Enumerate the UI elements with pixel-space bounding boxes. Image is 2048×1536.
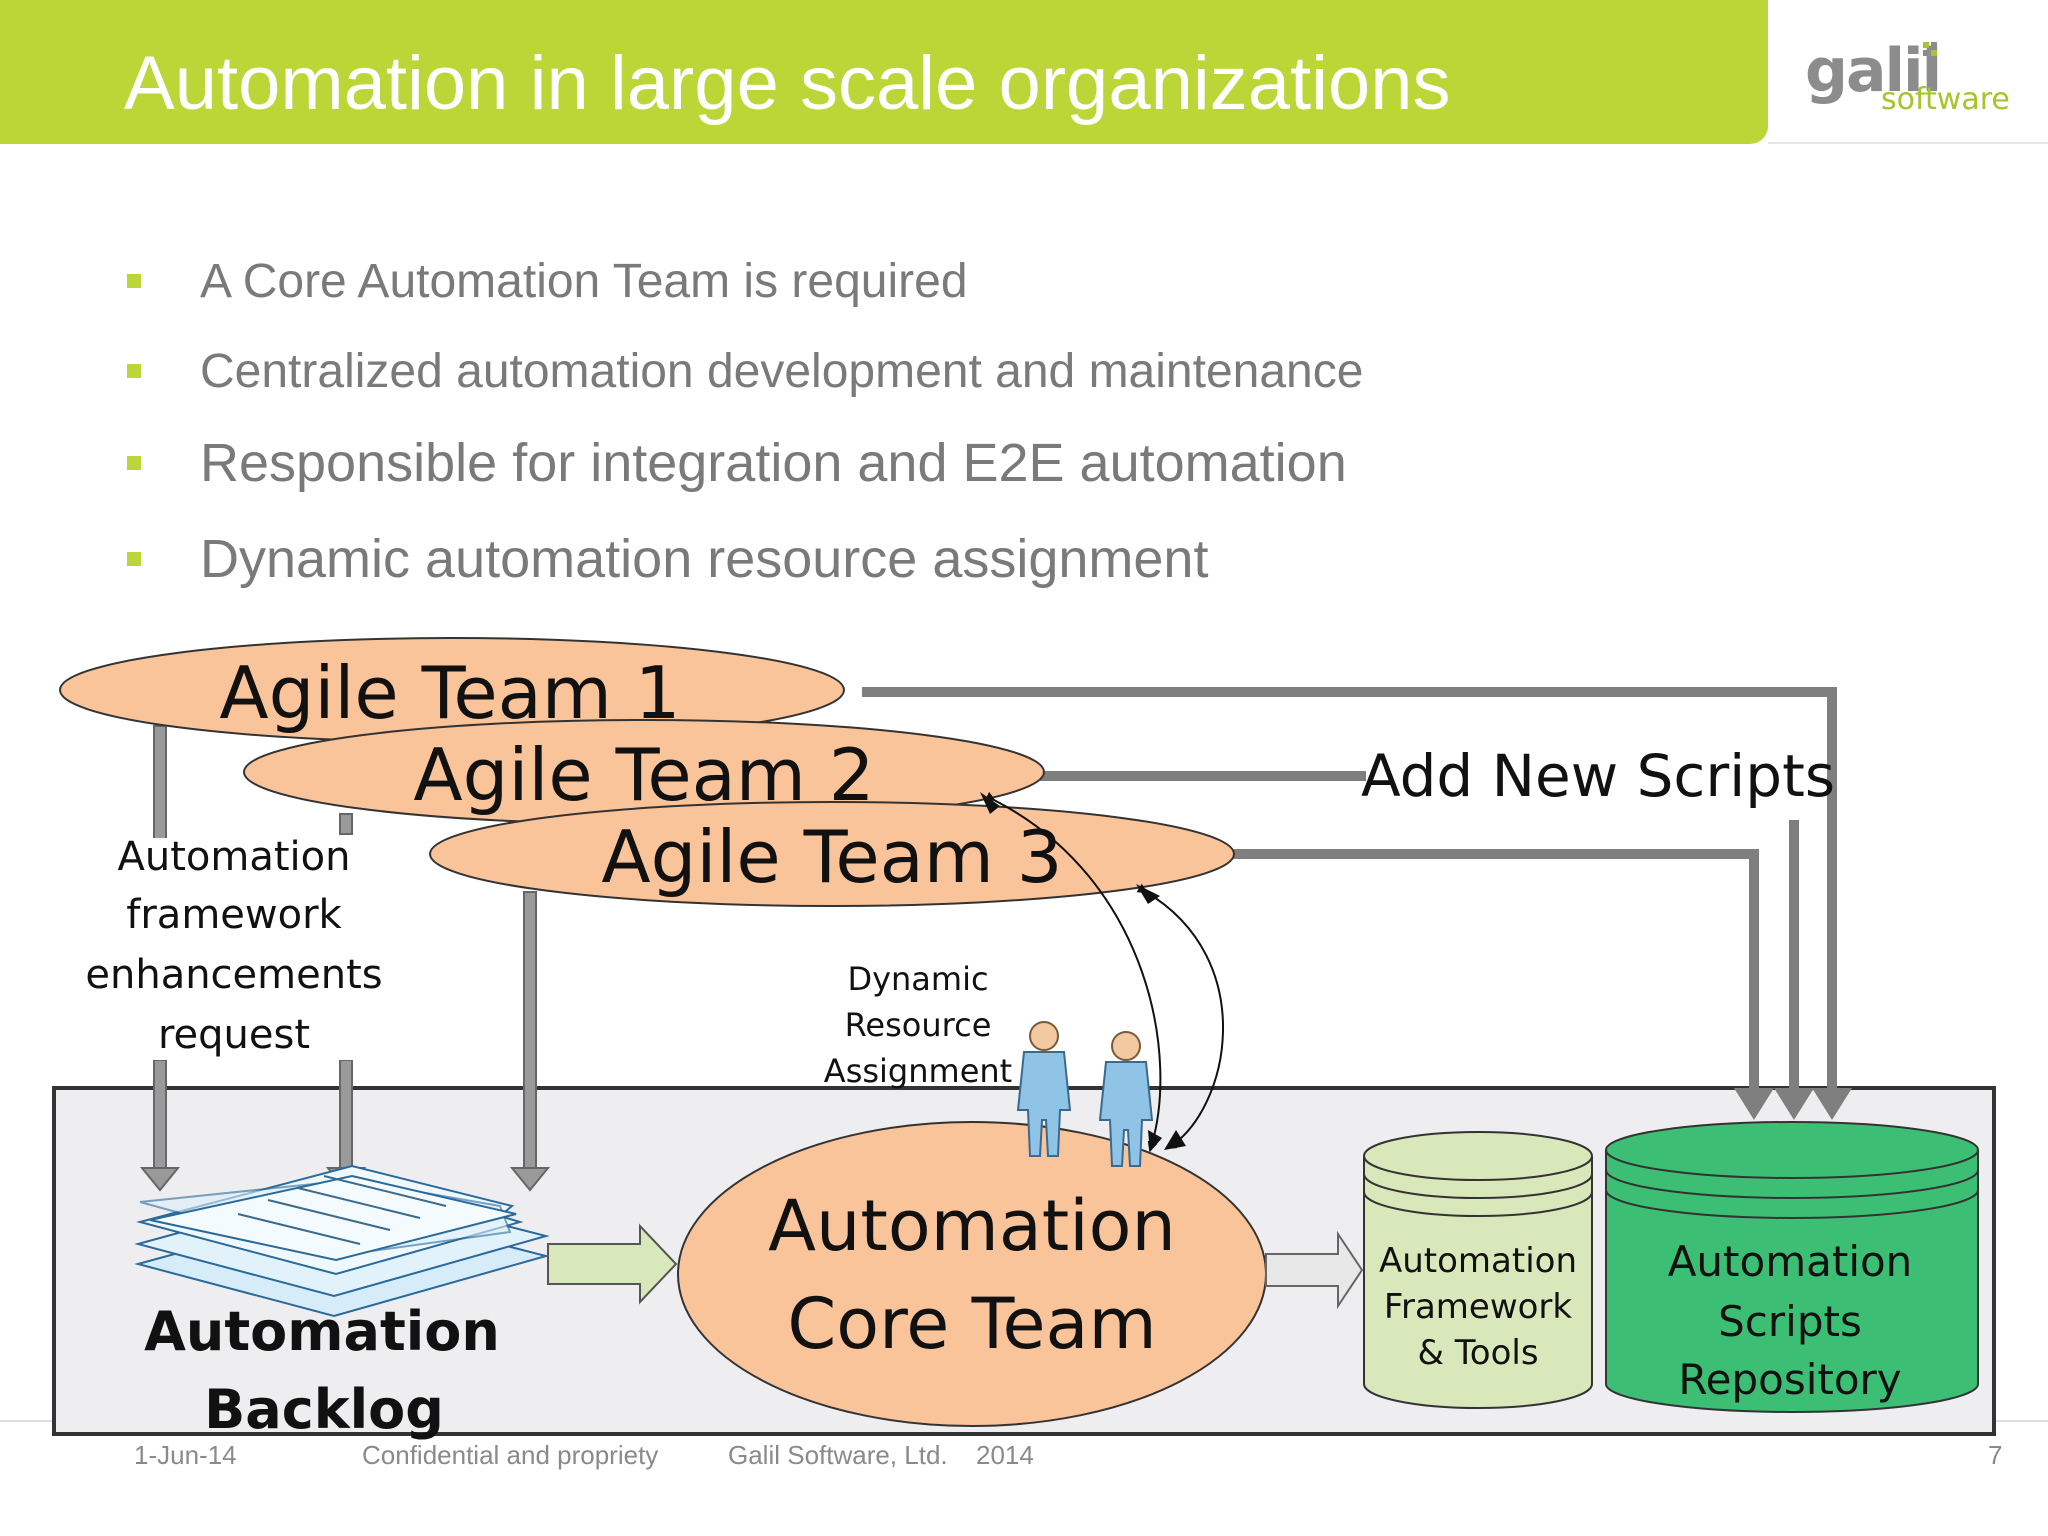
title-bar: Automation in large scale organizations [0,0,1768,144]
add-scripts-label-bg [1366,746,1826,808]
svg-text:Framework: Framework [1384,1287,1573,1327]
bullet-text: Centralized automation development and m… [200,345,1364,398]
svg-text:Resource: Resource [845,1006,992,1044]
scripts-repository-database: Automation Scripts Repository [1605,1121,1979,1413]
footer-date: 1-Jun-14 [134,1440,237,1470]
dynamic-assignment-arrows [984,791,1224,1152]
svg-text:Dynamic: Dynamic [847,960,988,998]
core-to-framework-arrow [1265,1230,1364,1310]
bullet-square-icon [127,364,141,378]
agile-team-3: Agile Team 3 [429,801,1235,907]
svg-text:Backlog: Backlog [204,1378,444,1441]
slide-title: Automation in large scale organizations [124,41,1451,126]
framework-tools-database: Automation Framework & Tools [1363,1131,1593,1409]
add-scripts-arrowheads [1734,1088,1852,1120]
arrowhead-icon [980,792,1000,814]
logo-sub-text: software [1881,82,2010,117]
bullet-text: Dynamic automation resource assignment [200,529,1209,589]
company-logo: galil software [1805,36,2015,126]
bullet-text: A Core Automation Team is required [200,255,968,308]
bullet-square-icon [127,456,141,470]
svg-text:Core Team: Core Team [787,1283,1156,1365]
backlog-to-core-arrow [547,1223,678,1305]
svg-text:Automation: Automation [118,834,351,880]
svg-text:request: request [158,1012,310,1058]
footer-page-number: 7 [1988,1440,2003,1470]
backlog-label: Automation Backlog [144,1300,500,1441]
footer-company: Galil Software, Ltd. [728,1440,948,1470]
agile-team-1: Agile Team 1 [59,637,845,743]
footer-year: 2014 [976,1440,1034,1470]
bullet-square-icon [127,274,141,288]
arrowhead-icon [1148,1130,1162,1152]
backlog-documents-icon [134,1164,550,1318]
svg-text:framework: framework [126,892,342,938]
agile-team-3-label: Agile Team 3 [601,815,1062,899]
svg-text:Scripts: Scripts [1718,1297,1862,1346]
bullet-square-icon [127,552,141,566]
svg-text:Automation: Automation [1668,1237,1913,1286]
header-divider [1768,142,2048,144]
footer-confidential: Confidential and propriety [362,1440,659,1470]
svg-text:& Tools: & Tools [1417,1333,1538,1373]
svg-text:Automation: Automation [1379,1241,1577,1281]
automation-core-team: Automation Core Team [677,1121,1267,1427]
arrowhead-icon [1136,884,1160,904]
svg-text:Automation: Automation [144,1300,500,1363]
bullet-text: Responsible for integration and E2E auto… [200,433,1347,493]
logo-dots-icon [1923,42,1947,56]
logo-main-text: galil [1805,36,1942,106]
arrowhead-icon [1164,1130,1186,1150]
dynamic-assignment-label: Dynamic Resource Assignment [824,960,1012,1090]
request-label: Automation framework enhancements reques… [80,834,390,1060]
svg-text:Repository: Repository [1678,1355,1901,1404]
svg-text:Assignment: Assignment [824,1052,1012,1090]
add-scripts-label: Add New Scripts [1361,742,1835,810]
svg-text:Automation: Automation [768,1185,1176,1267]
svg-text:enhancements: enhancements [85,952,382,998]
add-scripts-arrows [862,687,1837,1090]
